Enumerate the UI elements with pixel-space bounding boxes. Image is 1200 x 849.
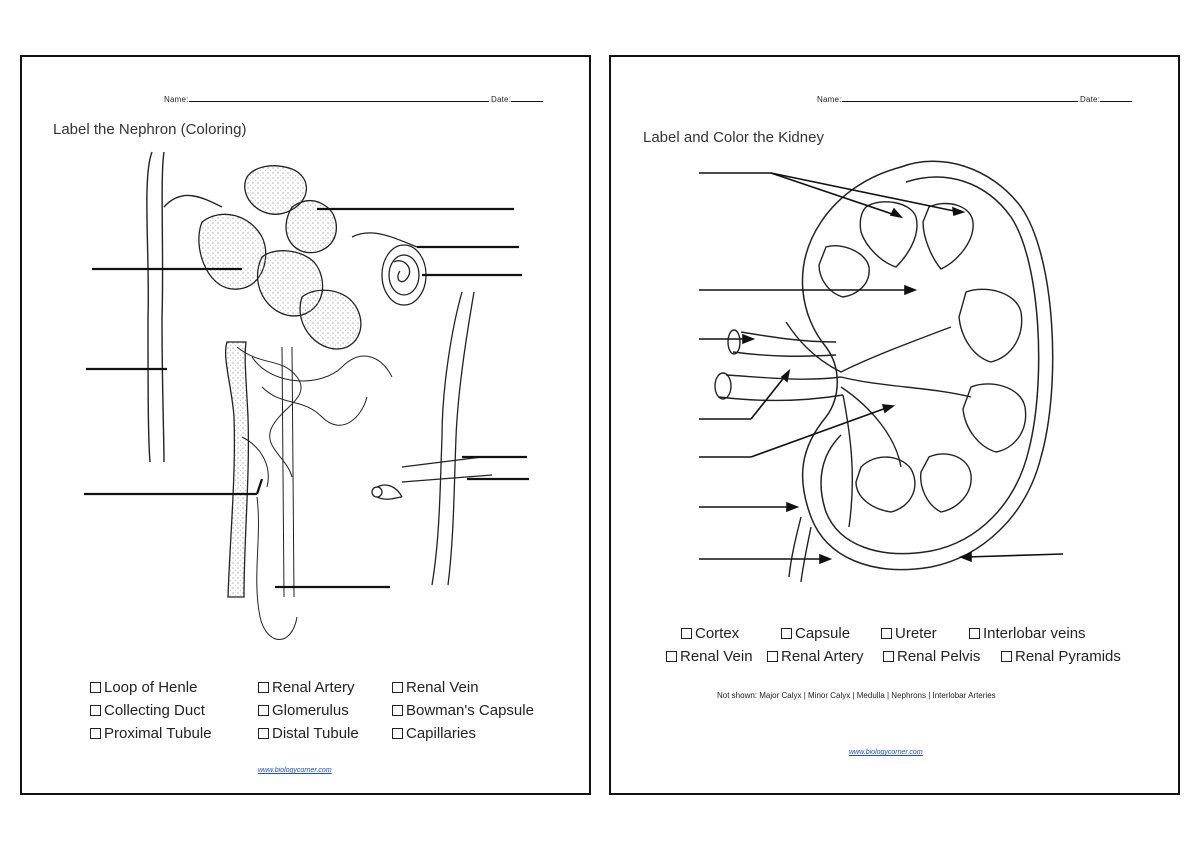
checkbox-item[interactable]: Cortex [681, 625, 739, 642]
kidney-outline [801, 160, 1054, 571]
name-date-line: Name: Date: [164, 93, 544, 104]
renal-pelvis-and-vessels [714, 321, 972, 583]
checkbox[interactable] [767, 651, 778, 662]
checkbox-item[interactable]: Capsule [781, 625, 850, 642]
nephron-worksheet: Name: Date: Label the Nephron (Coloring) [20, 55, 591, 795]
checkbox[interactable] [258, 728, 269, 739]
label-arrows [699, 172, 1064, 565]
checkbox-item[interactable]: Loop of Henle [90, 679, 197, 696]
checkbox[interactable] [969, 628, 980, 639]
checkbox-item[interactable]: Bowman's Capsule [392, 702, 534, 719]
date-label: Date: [491, 95, 512, 104]
vessels [371, 291, 493, 586]
checkbox[interactable] [392, 728, 403, 739]
nephron-diagram [84, 151, 529, 640]
checkbox[interactable] [392, 705, 403, 716]
not-shown-note: Not shown: Major Calyx | Minor Calyx | M… [717, 691, 996, 700]
collecting-duct-tube [146, 151, 223, 463]
footer-link[interactable]: www.biologycorner.com [849, 749, 923, 756]
checkbox-item[interactable]: Interlobar veins [969, 625, 1086, 642]
name-blank [188, 93, 489, 102]
name-blank [841, 93, 1078, 102]
label-lines [84, 207, 529, 589]
checkbox-item[interactable]: Renal Pelvis [883, 648, 980, 665]
checkbox[interactable] [258, 705, 269, 716]
date-blank [511, 93, 544, 102]
date-label: Date: [1080, 95, 1101, 104]
checkbox[interactable] [392, 682, 403, 693]
checkbox[interactable] [781, 628, 792, 639]
footer-link[interactable]: www.biologycorner.com [258, 767, 332, 774]
checkbox-item[interactable]: Glomerulus [258, 702, 349, 719]
checkbox-item[interactable]: Proximal Tubule [90, 725, 212, 742]
checkbox[interactable] [90, 705, 101, 716]
capillary-network [236, 346, 393, 640]
checkbox[interactable] [666, 651, 677, 662]
tubule-coils [198, 165, 362, 598]
checkbox[interactable] [681, 628, 692, 639]
kidney-worksheet: Name: Date: Label and Color the Kidney [609, 55, 1180, 795]
renal-pyramids [818, 201, 1027, 513]
checkbox[interactable] [883, 651, 894, 662]
checkbox[interactable] [1001, 651, 1012, 662]
checkbox[interactable] [258, 682, 269, 693]
name-label: Name: [817, 95, 842, 104]
checkbox-item[interactable]: Capillaries [392, 725, 476, 742]
glomerulus-and-capsule [351, 232, 427, 306]
kidney-diagram [699, 160, 1064, 583]
checkbox-item[interactable]: Collecting Duct [90, 702, 205, 719]
checkbox-item[interactable]: Renal Artery [767, 648, 864, 665]
worksheet-title: Label and Color the Kidney [643, 129, 824, 146]
checkbox-item[interactable]: Renal Pyramids [1001, 648, 1121, 665]
name-label: Name: [164, 95, 189, 104]
checkbox-item[interactable]: Distal Tubule [258, 725, 359, 742]
worksheet-title: Label the Nephron (Coloring) [53, 121, 247, 138]
date-blank [1100, 93, 1133, 102]
checkbox[interactable] [90, 682, 101, 693]
checkbox-item[interactable]: Ureter [881, 625, 937, 642]
checkbox-item[interactable]: Renal Artery [258, 679, 355, 696]
checkbox[interactable] [881, 628, 892, 639]
name-date-line: Name: Date: [817, 93, 1133, 104]
checkbox-item[interactable]: Renal Vein [392, 679, 479, 696]
checkbox[interactable] [90, 728, 101, 739]
checkbox-item[interactable]: Renal Vein [666, 648, 753, 665]
